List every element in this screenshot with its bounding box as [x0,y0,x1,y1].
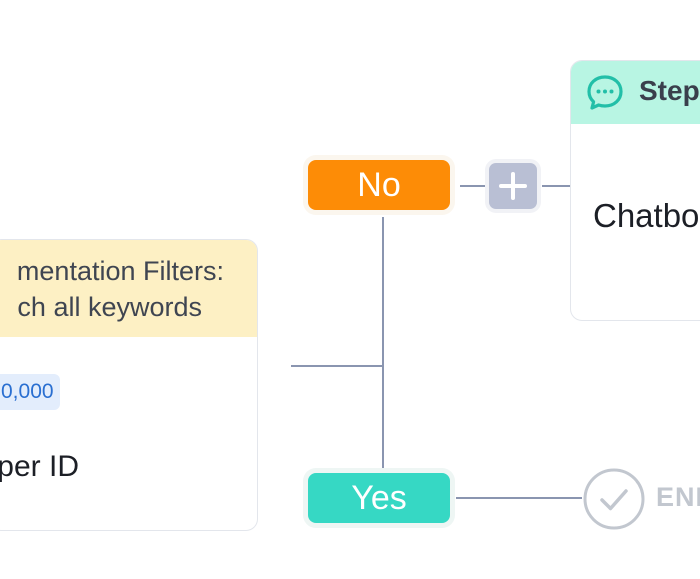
step-card-body: Chatbo [593,197,700,234]
chat-bubble-icon [587,75,623,110]
connector-no-to-plus [460,185,486,187]
filter-value-tag: 0,000 [0,374,60,410]
branch-no-pill[interactable]: No [308,160,450,210]
connector-branch-vertical [382,217,384,469]
step-card-title: Step [639,75,700,106]
connector-filter-to-branch [291,365,383,367]
filter-card-title-line2: ch all keywords [17,292,202,322]
filter-card-title-line1: mentation Filters: [16,256,224,286]
segmentation-filter-card[interactable]: mentation Filters: ch all keywords 0,000… [0,239,258,531]
end-node-label: END [656,482,700,512]
step-card-header: Step [571,61,700,124]
branch-yes-pill[interactable]: Yes [308,473,450,523]
connector-yes-to-end [456,497,582,499]
chatbot-step-card[interactable]: Step Chatbo [570,60,700,321]
filter-field-label: per ID [0,450,79,483]
check-circle-icon [583,468,645,530]
add-step-button[interactable] [489,163,537,209]
filter-card-header: mentation Filters: ch all keywords [0,240,257,337]
connector-plus-to-step [542,185,570,187]
